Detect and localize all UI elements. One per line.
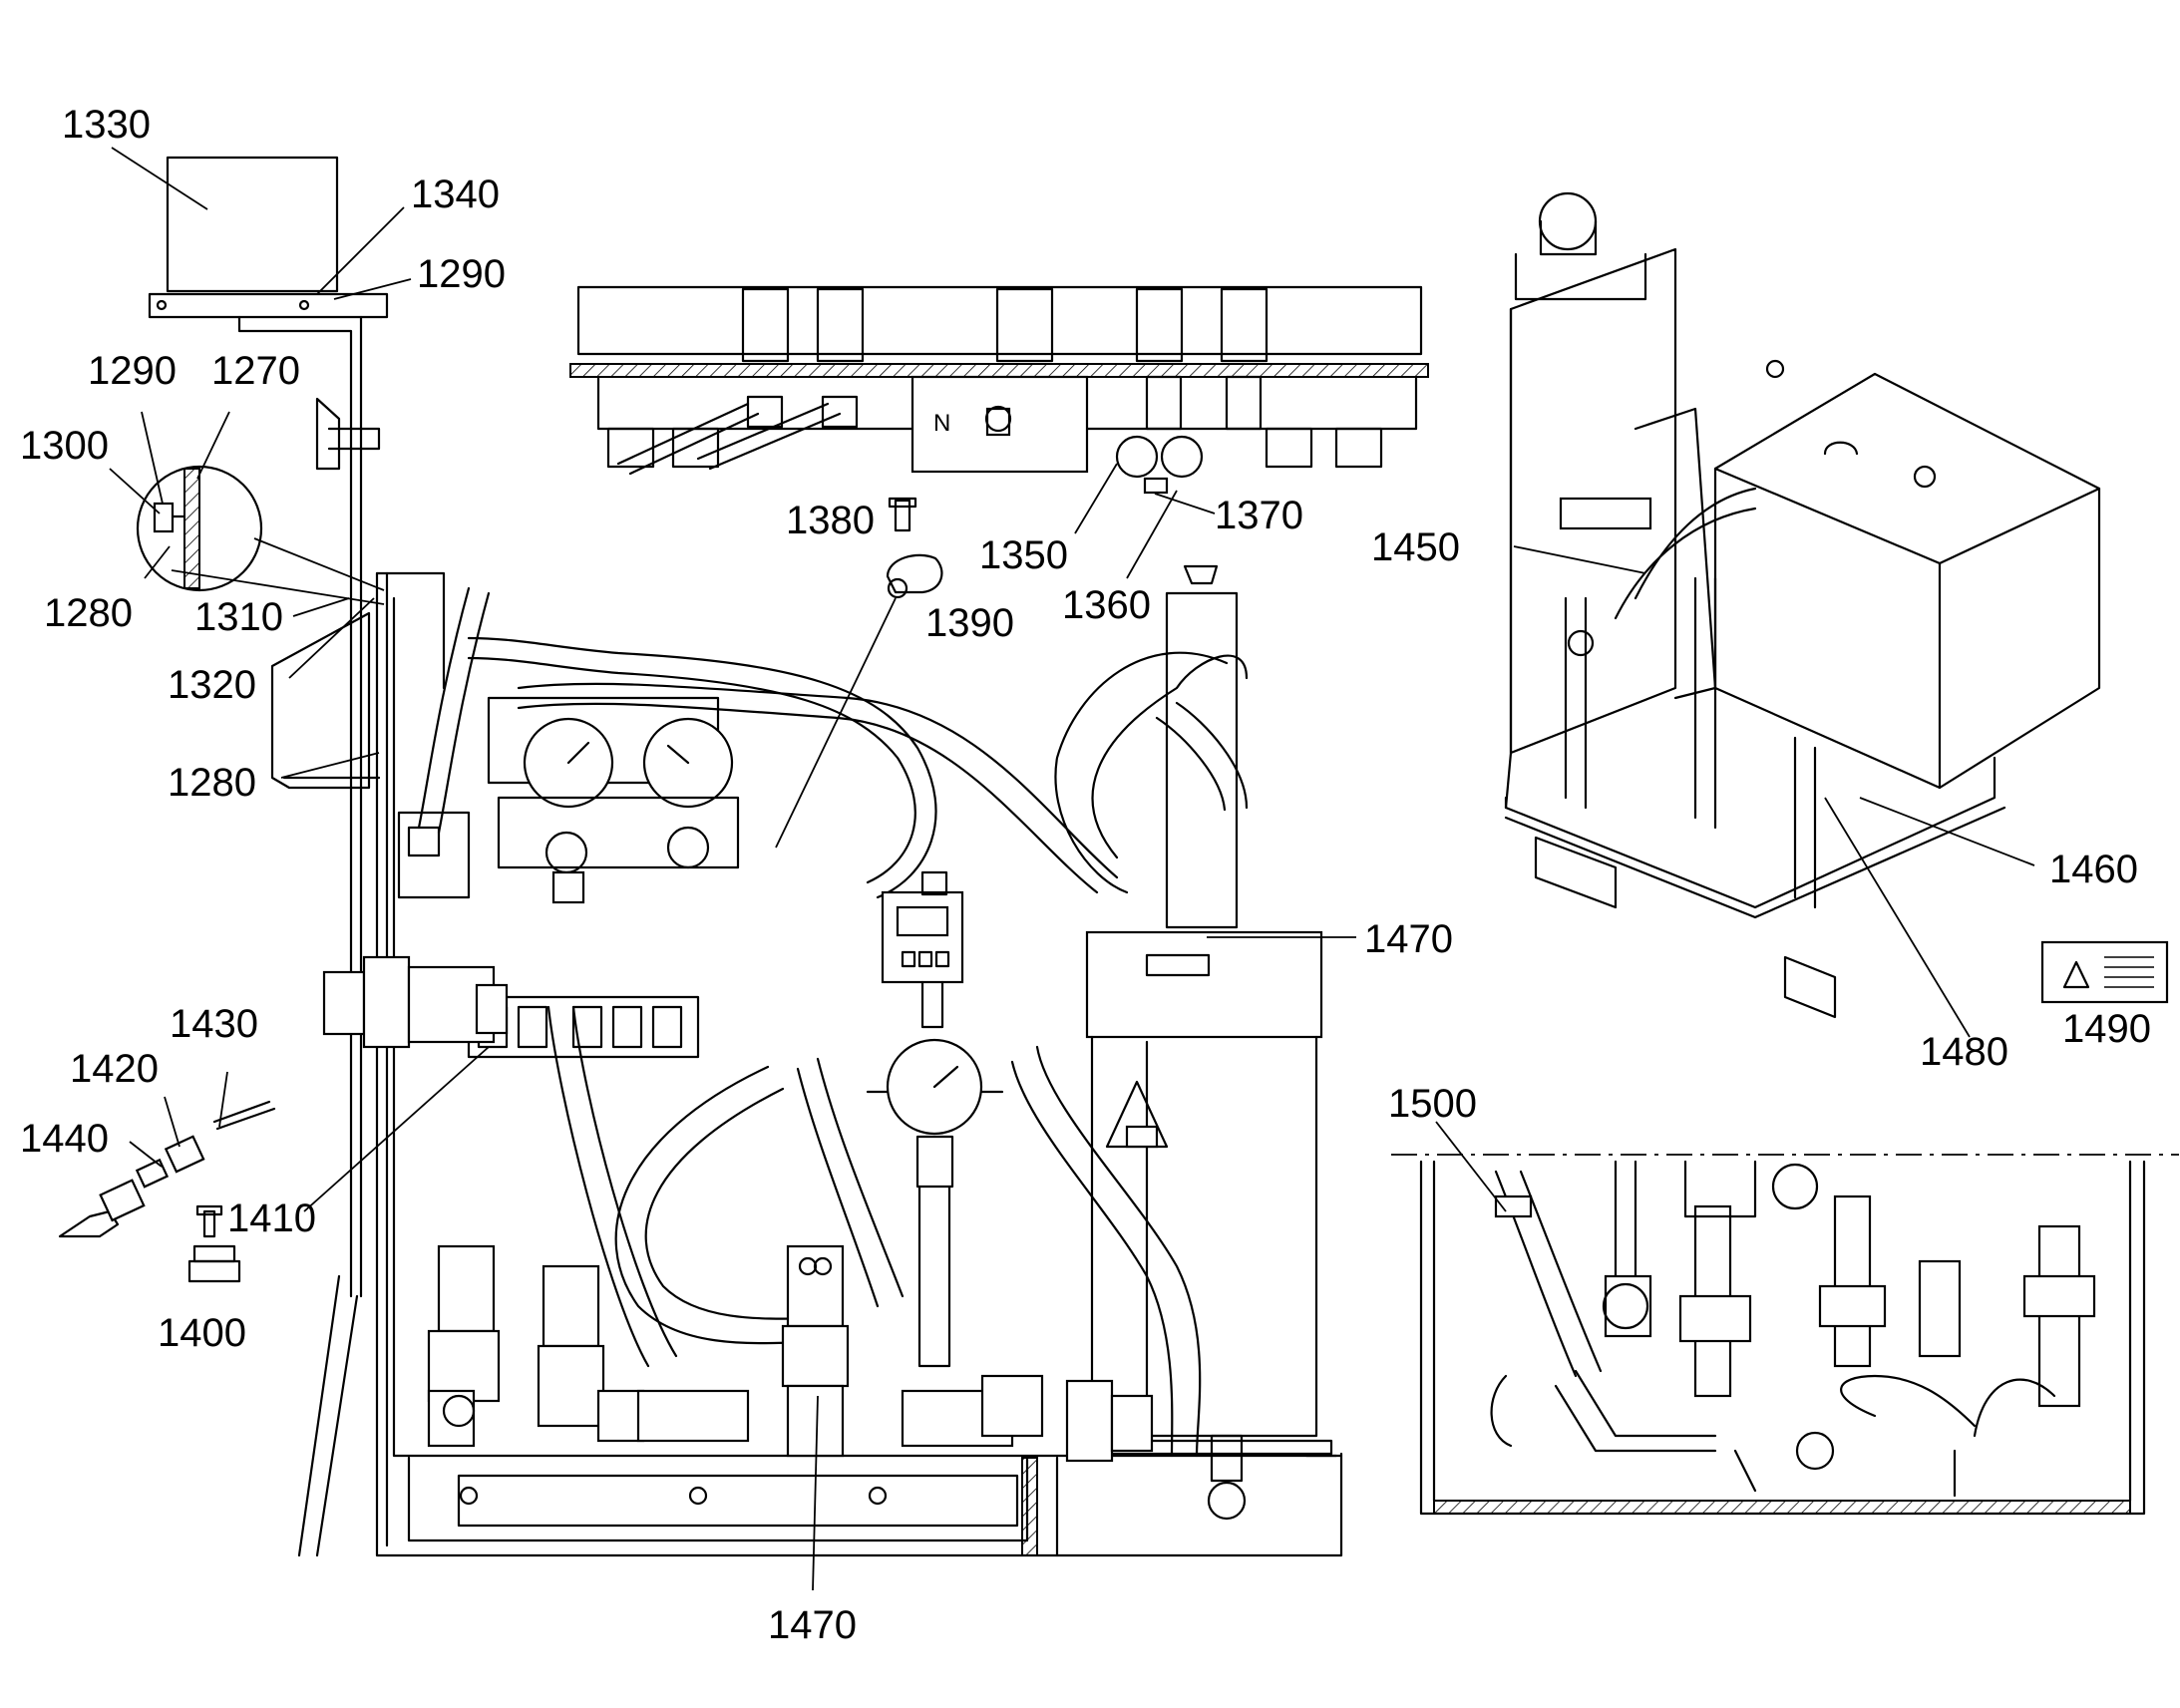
callout-1280-plate: 1280 bbox=[168, 761, 256, 805]
callout-1290-detail: 1290 bbox=[88, 349, 177, 393]
callout-1440: 1440 bbox=[20, 1117, 109, 1161]
callout-1300: 1300 bbox=[20, 424, 109, 468]
connector-parts bbox=[58, 1100, 276, 1283]
valve-row bbox=[322, 955, 700, 1059]
callout-1470-bottom: 1470 bbox=[768, 1603, 857, 1647]
callout-1350: 1350 bbox=[979, 533, 1068, 577]
gauge-manifold bbox=[397, 696, 740, 904]
callout-1430: 1430 bbox=[170, 1002, 258, 1046]
callout-1390: 1390 bbox=[925, 601, 1014, 645]
hoses bbox=[417, 586, 1249, 1458]
callout-1360: 1360 bbox=[1062, 583, 1151, 627]
main-frame bbox=[270, 571, 1343, 1557]
boiler-tank bbox=[1080, 564, 1333, 1456]
cabinet-isometric bbox=[1504, 191, 2101, 1019]
callout-1380: 1380 bbox=[786, 499, 875, 542]
warning-label bbox=[2040, 940, 2169, 1004]
callout-1410: 1410 bbox=[227, 1196, 316, 1240]
callout-1400: 1400 bbox=[158, 1311, 246, 1355]
callout-1490: 1490 bbox=[2062, 1007, 2151, 1051]
top-manifold bbox=[569, 285, 1429, 495]
callout-1290-top: 1290 bbox=[417, 252, 506, 296]
bracket-assembly bbox=[148, 156, 389, 1298]
callout-1420: 1420 bbox=[70, 1047, 159, 1091]
callout-1310: 1310 bbox=[194, 595, 283, 639]
callout-1280-detail: 1280 bbox=[44, 591, 133, 635]
callout-1330: 1330 bbox=[62, 103, 151, 147]
callout-1470-top: 1470 bbox=[1364, 917, 1453, 961]
callout-1450: 1450 bbox=[1371, 525, 1460, 569]
bottom-right-fittings bbox=[1065, 1379, 1247, 1521]
screw-and-clamp bbox=[775, 497, 943, 849]
detail-view-1500 bbox=[1391, 1154, 2179, 1516]
callout-1370: 1370 bbox=[1215, 494, 1303, 537]
valve-block-letter: N bbox=[933, 410, 950, 437]
solenoid-valves bbox=[427, 1244, 1044, 1458]
callout-1340: 1340 bbox=[411, 172, 500, 216]
callout-1270: 1270 bbox=[211, 349, 300, 393]
callout-1480: 1480 bbox=[1920, 1030, 2008, 1074]
leader-lines bbox=[109, 147, 2035, 1591]
callout-1460: 1460 bbox=[2049, 848, 2138, 891]
controller-module bbox=[866, 870, 1004, 1368]
callout-labels: 1330 1340 1290 1290 1270 1300 1280 1310 … bbox=[20, 103, 2151, 1647]
callout-1320: 1320 bbox=[168, 663, 256, 707]
callout-1500: 1500 bbox=[1388, 1082, 1477, 1126]
detail-circle bbox=[136, 465, 385, 605]
